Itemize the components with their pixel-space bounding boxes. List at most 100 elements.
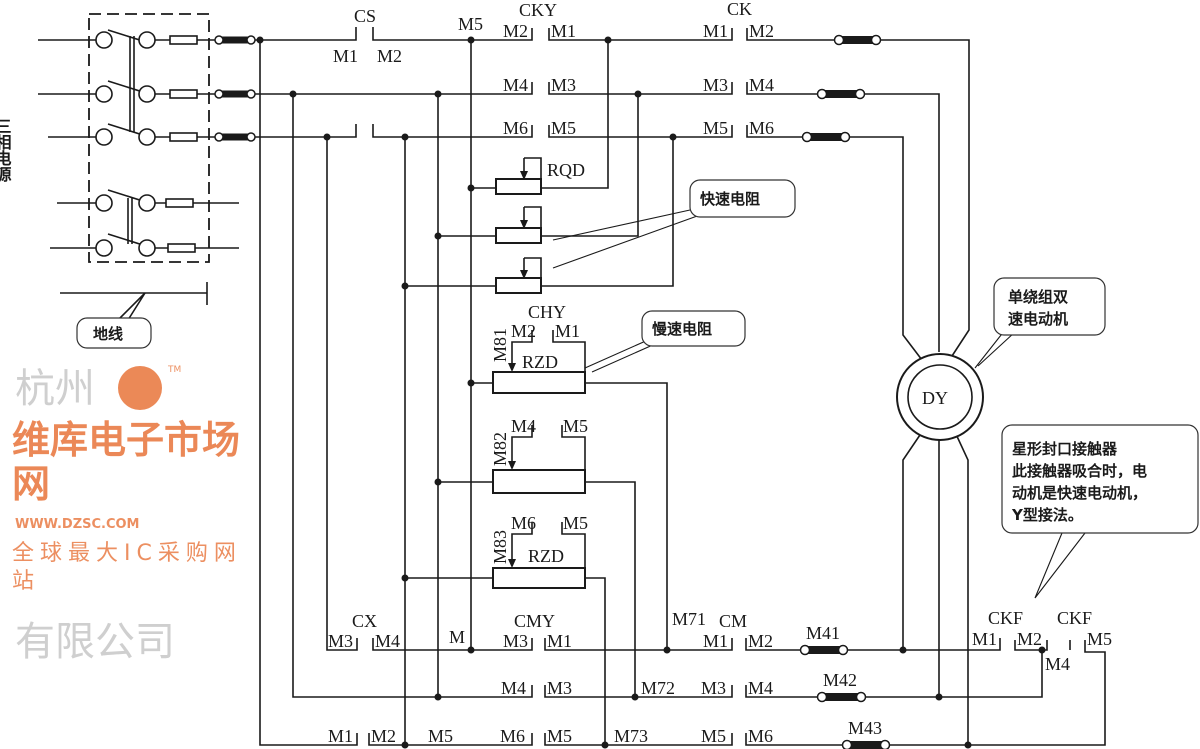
svg-text:M2: M2: [748, 631, 773, 651]
svg-text:杭州: 杭州: [15, 366, 95, 412]
svg-text:TM: TM: [167, 365, 181, 375]
svg-text:M2: M2: [749, 21, 774, 41]
svg-text:M3: M3: [547, 678, 572, 698]
svg-text:CX: CX: [352, 611, 377, 631]
svg-text:M6: M6: [503, 118, 528, 138]
svg-text:M3: M3: [503, 631, 528, 651]
svg-text:M1: M1: [555, 321, 580, 341]
svg-text:M4: M4: [501, 678, 526, 698]
svg-text:M3: M3: [703, 75, 728, 95]
motor-callout: 单绕组双 速电动机: [993, 277, 1106, 336]
watermark-slogan-text: 全球最大IC采购网站: [12, 541, 242, 594]
svg-text:M1: M1: [703, 631, 728, 651]
svg-text:M4: M4: [503, 75, 528, 95]
svg-text:CM: CM: [719, 611, 747, 631]
ground-line: [60, 282, 208, 321]
input-coils: [214, 35, 256, 142]
svg-text:M1: M1: [972, 629, 997, 649]
svg-text:M83: M83: [490, 530, 510, 564]
svg-text:CMY: CMY: [514, 611, 555, 631]
svg-text:单绕组双: 单绕组双: [1008, 288, 1068, 306]
motor-dy: DY: [896, 353, 984, 441]
watermark-slogan-box: 全球最大IC采购网站: [12, 541, 242, 594]
ground-callout: 地线: [76, 317, 152, 349]
svg-text:M4: M4: [749, 75, 774, 95]
svg-text:此接触器吸合时，电: 此接触器吸合时，电: [1012, 462, 1147, 480]
fast-resistor-callout: 快速电阻: [689, 179, 796, 218]
svg-text:M5: M5: [547, 726, 572, 746]
svg-text:M5: M5: [458, 14, 483, 34]
svg-text:Y型接法。: Y型接法。: [1011, 506, 1083, 524]
svg-text:动机是快速电动机，: 动机是快速电动机，: [1012, 484, 1147, 502]
svg-text:M1: M1: [547, 631, 572, 651]
svg-text:M41: M41: [806, 623, 840, 643]
svg-text:CKF: CKF: [988, 608, 1023, 628]
main-breaker: [38, 13, 239, 263]
svg-text:M42: M42: [823, 670, 857, 690]
watermark-logo-box: 维库电子市场网: [12, 418, 241, 506]
svg-text:M6: M6: [748, 726, 773, 746]
svg-text:M82: M82: [490, 432, 510, 466]
svg-text:三相电源: 三相电源: [0, 118, 12, 183]
star-contactor-callout: 星形封口接触器 此接触器吸合时，电 动机是快速电动机， Y型接法。: [1001, 424, 1199, 534]
wiper-arrows: [508, 171, 528, 568]
svg-text:星形封口接触器: 星形封口接触器: [1012, 440, 1118, 458]
watermark: 杭州 TM 维库电子市场网 WWW.DZSC.COM 全球最大IC采购网站 有限…: [12, 365, 242, 665]
power-source-label: 三相电源: [0, 118, 12, 183]
svg-text:M2: M2: [377, 46, 402, 66]
svg-text:M5: M5: [428, 726, 453, 746]
svg-text:M71: M71: [672, 609, 706, 629]
svg-text:RQD: RQD: [547, 160, 585, 180]
svg-text:M4: M4: [1045, 654, 1070, 674]
svg-text:M1: M1: [333, 46, 358, 66]
component-labels: CS M1 M2 M5 CKY M2 M1 M4 M3 M6 M5 CK M1 …: [328, 0, 1112, 746]
svg-text:M72: M72: [641, 678, 675, 698]
svg-text:M5: M5: [551, 118, 576, 138]
svg-text:M73: M73: [614, 726, 648, 746]
output-coils: [799, 34, 891, 749]
svg-text:M4: M4: [748, 678, 773, 698]
svg-text:快速电阻: 快速电阻: [700, 190, 760, 208]
rzd-resistors: [492, 371, 586, 589]
svg-text:M6: M6: [511, 513, 536, 533]
svg-text:M4: M4: [375, 631, 400, 651]
slow-resistor-callout: 慢速电阻: [641, 310, 746, 347]
svg-text:地线: 地线: [93, 325, 123, 343]
svg-text:M4: M4: [511, 416, 536, 436]
svg-text:M2: M2: [511, 321, 536, 341]
svg-text:M2: M2: [1017, 629, 1042, 649]
svg-text:RZD: RZD: [522, 352, 558, 372]
svg-text:M2: M2: [503, 21, 528, 41]
svg-text:M81: M81: [490, 328, 510, 362]
svg-text:M5: M5: [1087, 629, 1112, 649]
svg-text:CS: CS: [354, 6, 376, 26]
svg-text:DY: DY: [922, 388, 948, 408]
svg-text:M: M: [449, 627, 465, 647]
svg-text:M5: M5: [563, 513, 588, 533]
svg-text:有限公司: 有限公司: [15, 619, 175, 665]
svg-text:M3: M3: [701, 678, 726, 698]
svg-text:M6: M6: [500, 726, 525, 746]
rqd-resistors: [495, 178, 542, 294]
svg-text:M1: M1: [703, 21, 728, 41]
svg-text:M6: M6: [749, 118, 774, 138]
svg-text:M1: M1: [328, 726, 353, 746]
svg-text:CHY: CHY: [528, 302, 566, 322]
svg-text:慢速电阻: 慢速电阻: [652, 320, 712, 338]
junction-dots: [256, 36, 1046, 749]
svg-text:CK: CK: [727, 0, 752, 19]
svg-text:M5: M5: [701, 726, 726, 746]
svg-text:速电动机: 速电动机: [1008, 310, 1068, 328]
svg-text:M3: M3: [328, 631, 353, 651]
wiring: [255, 27, 1106, 746]
watermark-logo-icon: [118, 366, 162, 410]
svg-text:CKF: CKF: [1057, 608, 1092, 628]
svg-text:M3: M3: [551, 75, 576, 95]
svg-text:M5: M5: [563, 416, 588, 436]
svg-text:M2: M2: [371, 726, 396, 746]
svg-text:M43: M43: [848, 718, 882, 738]
svg-text:M5: M5: [703, 118, 728, 138]
svg-text:M1: M1: [551, 21, 576, 41]
watermark-logo-text: 维库电子市场网: [12, 418, 241, 506]
svg-text:WWW.DZSC.COM: WWW.DZSC.COM: [15, 517, 139, 532]
